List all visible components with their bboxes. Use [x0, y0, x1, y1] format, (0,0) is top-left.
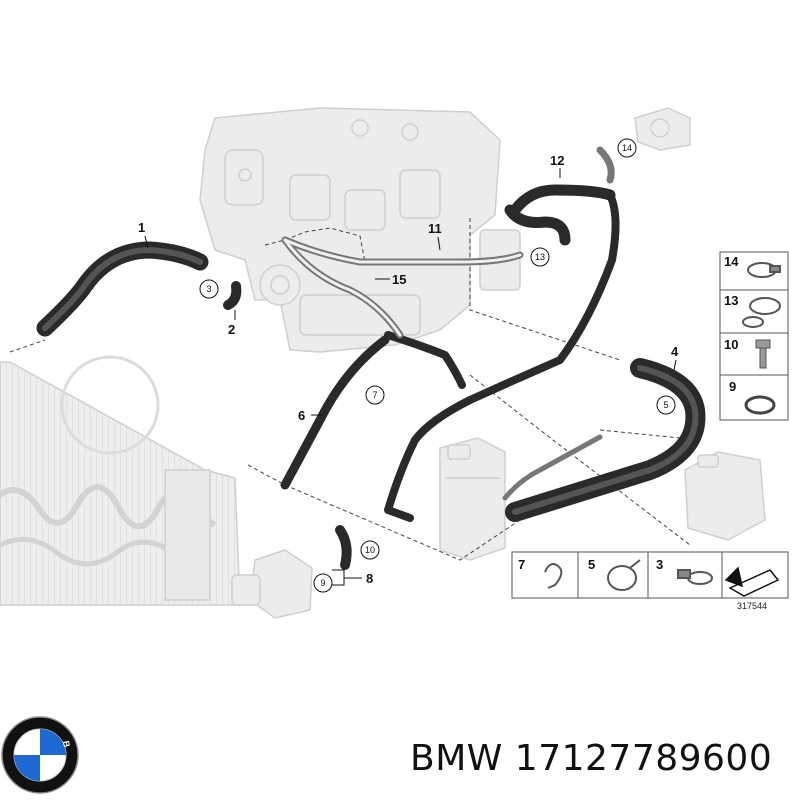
engine-block — [199, 107, 521, 353]
part-labels: 1 2 4 6 8 11 12 15 — [138, 153, 679, 586]
legend-num-7: 7 — [518, 557, 525, 572]
callout-13: 13 — [535, 252, 545, 262]
legend-num-5: 5 — [588, 557, 595, 572]
legend-num-13: 13 — [724, 293, 738, 308]
clamp-icon — [747, 262, 781, 278]
legend-right: 14 13 10 9 — [719, 251, 789, 421]
callout-14: 14 — [622, 143, 632, 153]
callout-9: 9 — [320, 578, 325, 588]
callout-10: 10 — [365, 545, 375, 555]
label-8: 8 — [366, 571, 373, 586]
label-11: 11 — [428, 221, 442, 236]
label-1: 1 — [138, 220, 145, 235]
diagram-id: 317544 — [737, 601, 767, 611]
legend-num-3: 3 — [656, 557, 663, 572]
hoses — [36, 184, 706, 570]
expansion-tank-center — [439, 437, 506, 561]
label-ticks — [144, 168, 677, 586]
spring-clamp-icon — [677, 569, 713, 585]
circled-callouts — [199, 138, 676, 593]
clip-icon — [544, 563, 563, 589]
radiator — [0, 355, 241, 606]
hose-clamp-icon — [742, 297, 781, 328]
bolt-icon — [755, 339, 771, 369]
label-2: 2 — [228, 322, 235, 337]
product-part-number: BMW 17127789600 — [410, 738, 773, 779]
thermostat-housing — [231, 549, 313, 619]
callout-5: 5 — [663, 400, 668, 410]
pump-top-right — [634, 107, 691, 151]
callout-7: 7 — [372, 390, 377, 400]
label-6: 6 — [298, 408, 305, 423]
label-15: 15 — [392, 272, 406, 287]
legend-num-9: 9 — [729, 379, 736, 394]
band-clamp-icon — [607, 559, 641, 591]
callout-3: 3 — [206, 284, 211, 294]
expansion-tank-right — [684, 451, 766, 541]
label-4: 4 — [671, 344, 679, 359]
label-12: 12 — [550, 153, 564, 168]
legend-num-10: 10 — [724, 337, 738, 352]
o-ring-icon — [744, 395, 776, 415]
legend-num-14: 14 — [724, 254, 739, 269]
arrow-symbol-icon — [724, 566, 780, 597]
metal-pipes-inner — [283, 238, 522, 337]
legend-bottom: 7 5 3 317544 — [511, 551, 789, 611]
